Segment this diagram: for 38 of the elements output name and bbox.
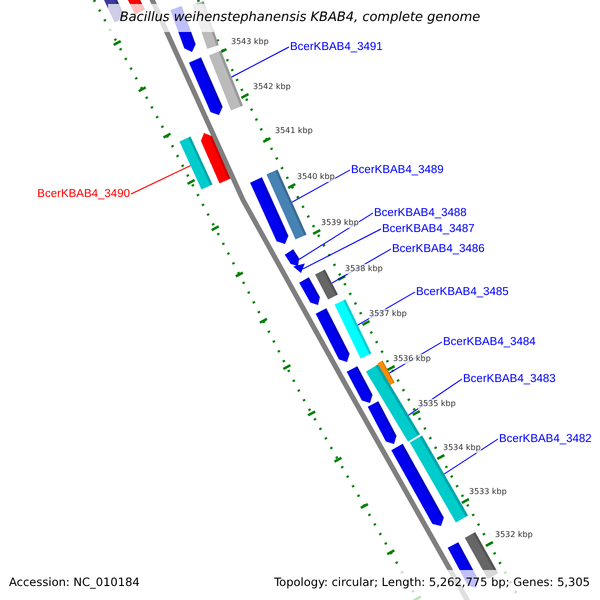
footer-text: Accession: NC_010184	[9, 575, 140, 589]
leader-line	[231, 46, 290, 78]
scale-tick-label: 3538 kbp	[345, 264, 383, 274]
leader-line	[292, 170, 350, 203]
gene-block	[284, 249, 300, 266]
gene-label: BcerKBAB4_3489	[351, 163, 444, 177]
gene-label: BcerKBAB4_3490	[37, 187, 130, 201]
scale-tick-label: 3539 kbp	[321, 218, 359, 228]
leader-line	[130, 165, 192, 194]
gene-label: BcerKBAB4_3482	[499, 432, 592, 446]
gene-bar	[334, 299, 372, 359]
scale-tick-label: 3540 kbp	[297, 172, 335, 182]
gene-bar	[377, 360, 395, 386]
gene-label: BcerKBAB4_3483	[463, 372, 556, 386]
scale-tick-label: 3543 kbp	[231, 37, 269, 47]
scale-tick-label: 3536 kbp	[393, 354, 431, 364]
leader-line	[444, 438, 498, 474]
gene-label: BcerKBAB4_3488	[374, 206, 467, 220]
leader-line	[298, 212, 374, 260]
leader-line	[302, 228, 382, 270]
gene-bar	[209, 50, 243, 110]
gene-label: BcerKBAB4_3491	[290, 40, 383, 54]
gene-label: BcerKBAB4_3484	[443, 335, 536, 349]
scale-tick-label: 3537 kbp	[369, 309, 407, 319]
scale-tick-label: 3535 kbp	[418, 399, 456, 409]
scale-tick-label: 3532 kbp	[495, 530, 533, 540]
scale-tick-label: 3542 kbp	[253, 82, 291, 92]
gene-label: BcerKBAB4_3485	[416, 285, 509, 299]
gene-bar	[315, 270, 338, 300]
gene-bar	[410, 436, 468, 522]
gene-bar	[180, 136, 212, 190]
scale-tick-label: 3534 kbp	[443, 443, 481, 453]
gene-wedge	[293, 264, 305, 273]
gene-bar	[366, 364, 420, 442]
footer-text: Topology: circular; Length: 5,262,775 bp; Genes: 5,305	[274, 575, 590, 589]
scale-tick-label: 3541 kbp	[275, 126, 313, 136]
gene-label: BcerKBAB4_3486	[392, 242, 485, 256]
gene-label: BcerKBAB4_3487	[382, 222, 475, 236]
